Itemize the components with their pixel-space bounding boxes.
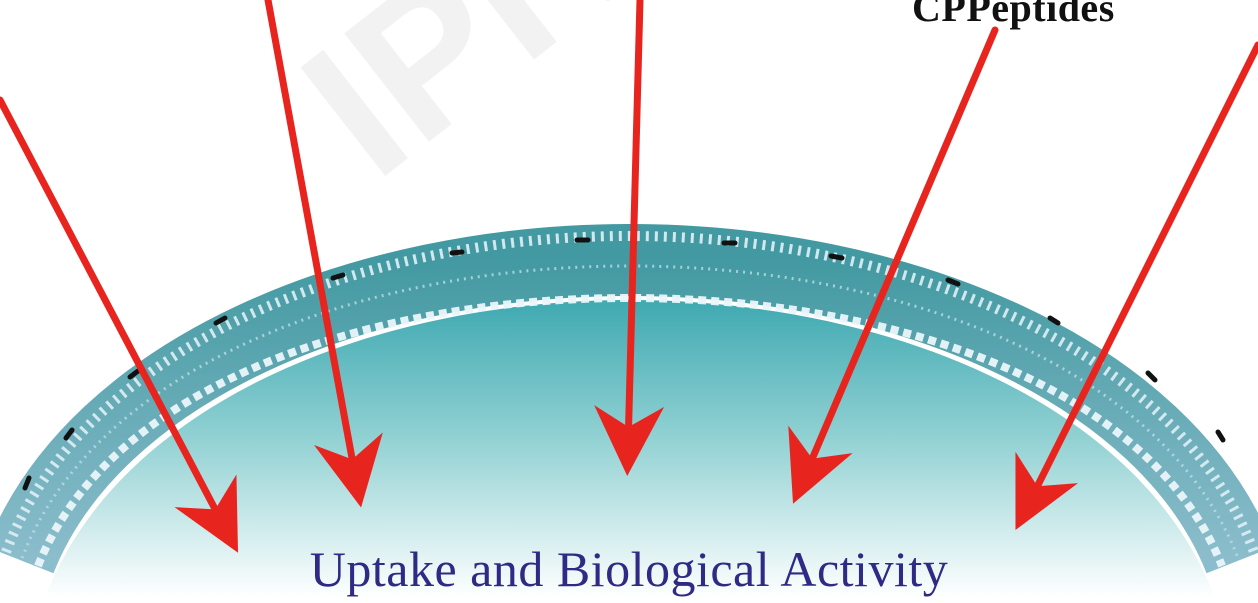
charge-mark [452, 252, 462, 253]
charge-mark [1218, 432, 1223, 440]
caption-label: Uptake and Biological Activity [0, 540, 1258, 598]
charge-mark [831, 256, 842, 258]
charge-mark [1148, 373, 1155, 380]
peptides-label: CPPeptides [912, 0, 1115, 31]
charge-mark [333, 275, 343, 278]
